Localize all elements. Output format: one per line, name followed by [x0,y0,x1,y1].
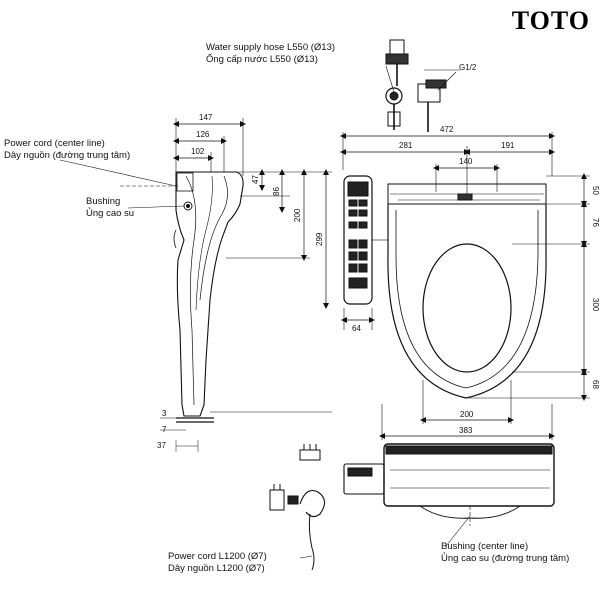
power-cord-center-leader [59,159,177,187]
top-view [340,132,590,440]
top-seat-opening [422,243,512,373]
dim-text-300: 300 [591,298,600,312]
dim-text-472: 472 [440,125,454,134]
dim-text-64: 64 [352,324,361,333]
dim-text-68: 68 [591,380,600,389]
bushing-center-label-en: Bushing (center line) [441,541,529,552]
dim-text-7: 7 [162,425,167,434]
dim-text-200: 200 [293,208,302,222]
power-cord-length-label-en: Power cord L1200 (Ø7) [168,551,267,562]
dim-text-147: 147 [199,113,213,122]
top-seat-ring [387,204,547,399]
bushing-leader [127,205,185,209]
side-view-dimension-text: 147 126 102 47 86 200 299 3 7 37 [157,113,324,450]
dim-text-86: 86 [272,187,281,196]
power-cord-length-label-vi: Dây nguồn L1200 (Ø7) [168,563,265,574]
dim-text-47: 47 [251,175,260,184]
dim-text-102: 102 [191,147,205,156]
dim-text-191: 191 [501,141,515,150]
water-hose-label: Water supply hose L550 (Ø13) Ống cấp nướ… [206,42,335,66]
front-control-panel [343,463,385,495]
side-seat-body [175,171,244,417]
power-cord-plug [269,444,326,571]
front-view [343,443,555,547]
water-supply-hose [385,39,460,132]
dim-text-76: 76 [591,218,600,227]
power-cord-center-label-en: Power cord (center line) [4,138,105,149]
bushing-center-label: Bushing (center line) Ủng cao su (đường … [441,541,569,565]
bushing-label-en: Bushing [86,196,121,207]
dim-text-200-bowl: 200 [460,410,474,419]
dim-text-140: 140 [459,157,473,166]
dim-text-37: 37 [157,441,166,450]
dim-text-281: 281 [399,141,413,150]
toto-logo: TOTO [511,6,590,35]
dim-text-50: 50 [591,186,600,195]
power-cord-center-label: Power cord (center line) Dây nguồn (đườn… [4,138,130,162]
dim-text-126: 126 [196,130,210,139]
bushing-label: Bushing Ủng cao su [86,196,134,220]
power-cord-center-label-vi: Dây nguồn (đường trung tâm) [4,150,131,161]
small-connector-icon [299,449,321,461]
power-cord-length-label: Power cord L1200 (Ø7) Dây nguồn L1200 (Ø… [168,551,267,575]
bushing-center-label-vi: Ủng cao su (đường trung tâm) [441,553,570,564]
side-view [59,118,332,452]
dim-text-299: 299 [315,232,324,246]
bushing-label-vi: Ủng cao su [86,208,135,219]
thread-size-label: G1/2 [459,63,477,72]
dim-text-3: 3 [162,409,167,418]
water-hose-label-en: Water supply hose L550 (Ø13) [206,42,336,53]
top-view-dimension-text: 472 281 191 140 50 76 300 68 64 200 383 [352,125,600,435]
top-seat-base [387,183,547,205]
dim-text-383: 383 [459,426,473,435]
bushing-center-leader [445,515,471,547]
water-hose-label-vi: Ống cấp nước L550 (Ø13) [206,54,318,65]
